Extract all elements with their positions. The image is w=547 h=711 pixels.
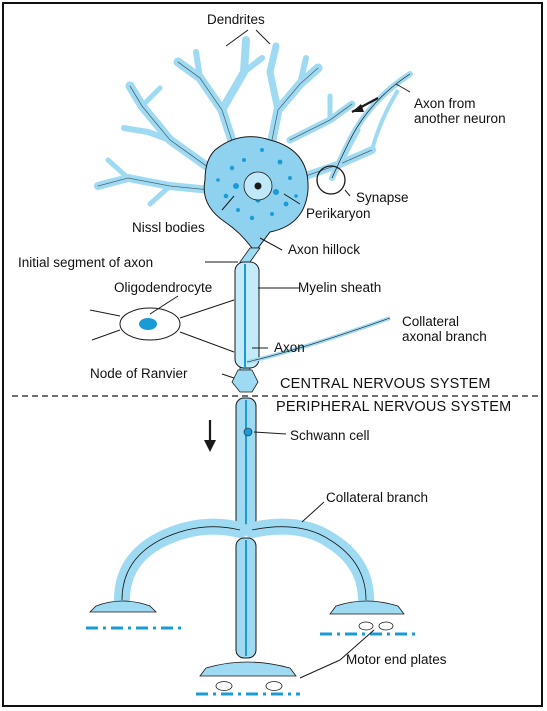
node-of-ranvier-shape xyxy=(232,370,258,392)
myelin-sheath-label: Myelin sheath xyxy=(298,280,381,295)
axon-from-another-neuron-label: Axon from another neuron xyxy=(414,96,506,126)
collateral-axonal-branch-label: Collateral axonal branch xyxy=(402,314,487,344)
motor-end-plate-bottom xyxy=(196,662,300,694)
perikaryon-label: Perikaryon xyxy=(306,206,371,221)
initial-segment-label: Initial segment of axon xyxy=(18,255,153,270)
cns-label: CENTRAL NERVOUS SYSTEM xyxy=(280,377,491,392)
collateral-branch-right xyxy=(252,527,366,600)
collateral-axonal-branch-shape xyxy=(247,318,390,362)
motor-end-plates-label: Motor end plates xyxy=(346,652,447,667)
myelin-sheath-shape xyxy=(235,262,259,368)
nucleolus xyxy=(255,183,262,190)
schwann-cell-label: Schwann cell xyxy=(290,428,370,443)
axon-label: Axon xyxy=(274,340,305,355)
motor-end-plate-right xyxy=(320,601,420,634)
pns-label: PERIPHERAL NERVOUS SYSTEM xyxy=(276,400,511,415)
oligodendrocyte-label: Oligodendrocyte xyxy=(114,280,212,295)
axon-hillock-label: Axon hillock xyxy=(288,242,360,257)
schwann-cell-nucleus xyxy=(244,428,252,436)
collateral-branch-left xyxy=(122,527,240,600)
motor-end-plate-left xyxy=(86,601,186,628)
node-of-ranvier-label: Node of Ranvier xyxy=(90,366,188,381)
synapse-label: Synapse xyxy=(356,190,409,205)
oligodendrocyte-shape xyxy=(90,300,234,352)
collateral-branch-label: Collateral branch xyxy=(326,490,428,505)
nissl-bodies-label: Nissl bodies xyxy=(132,220,205,235)
dendrites-label: Dendrites xyxy=(207,12,265,27)
